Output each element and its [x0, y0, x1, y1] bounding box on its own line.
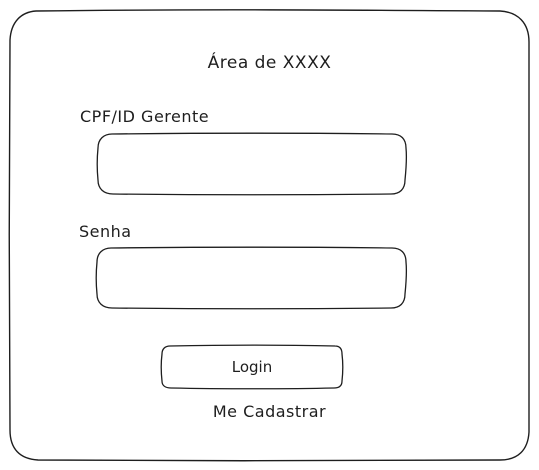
cpf-field-border — [96, 132, 408, 196]
page-title: Área de XXXX — [207, 53, 332, 73]
login-card-border — [8, 9, 531, 462]
register-link[interactable]: Me Cadastrar — [212, 402, 327, 421]
login-button[interactable]: Login — [162, 346, 342, 388]
login-button-border — [160, 344, 344, 390]
password-label: Senha — [79, 222, 132, 241]
cpf-label: CPF/ID Gerente — [80, 107, 210, 126]
password-input[interactable] — [97, 248, 406, 307]
cpf-input[interactable] — [98, 135, 406, 193]
password-field-border — [95, 246, 408, 310]
